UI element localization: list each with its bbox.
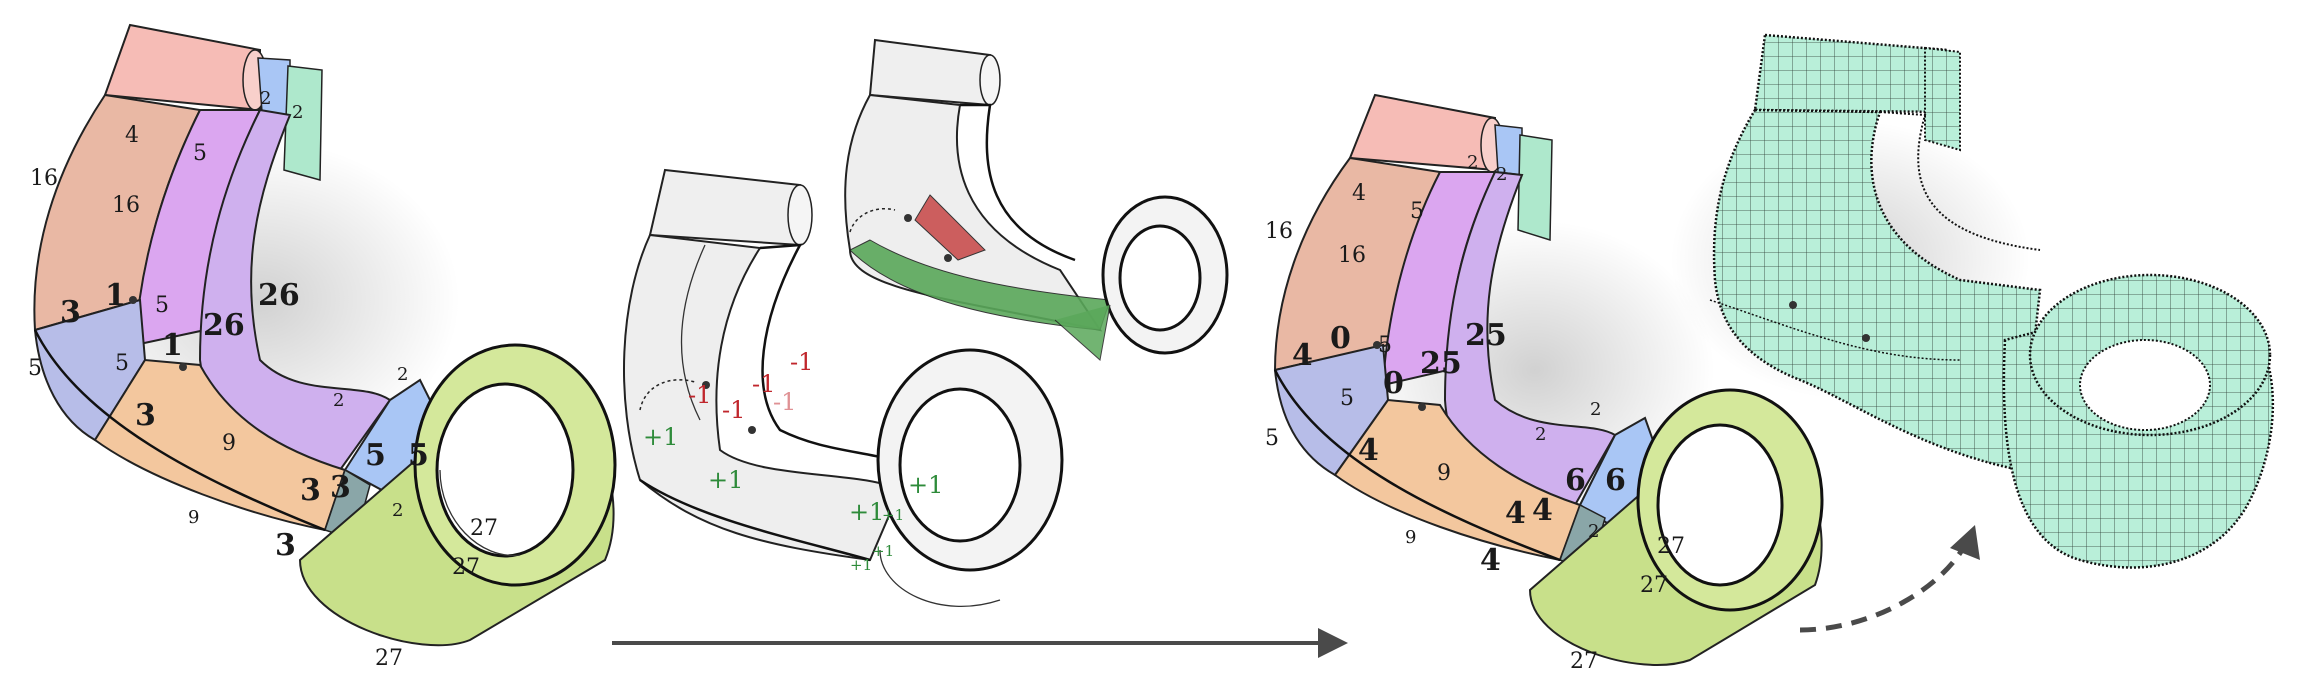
p1-label: 5 [28,356,42,381]
minus-one-label: -1 [752,370,775,398]
panel-1-labels: 16 4 5 2 2 16 3 1 5 1 26 26 5 5 3 9 2 2 … [28,88,498,671]
p3-label: 25 [1420,346,1462,381]
p1-label: 9 [188,507,199,528]
plus-one-label: +1 [850,556,872,574]
p3-label: 0 [1383,366,1404,401]
p3-label: 27 [1657,534,1685,559]
p1-label: 3 [275,528,296,563]
panel-3-model [1273,93,1824,666]
plus-one-label: +1 [872,542,894,560]
p3-label: 16 [1338,243,1366,268]
panel-1-model [33,23,617,647]
p1-label: 27 [470,516,498,541]
p3-label: 16 [1265,219,1293,244]
p1-label: 26 [258,278,300,313]
p1-label: 27 [375,646,403,671]
p3-label: 4 [1532,493,1553,528]
p1-label: 16 [30,166,58,191]
p3-label: 27 [1570,649,1598,674]
p3-label: 6 [1565,463,1586,498]
p3-label: 9 [1437,461,1451,486]
p1-label: 3 [330,470,351,505]
p1-label: 1 [105,278,126,313]
p3-label: 27 [1640,573,1668,598]
p3-label: 2 [1588,521,1599,542]
p1-label: 3 [300,473,321,508]
panel-2-labels: -1 -1 -1 -1 -1 +1 +1 +1 +1 +1 +1 +1 [643,348,943,574]
p1-label: 16 [112,193,140,218]
minus-one-label: -1 [790,348,813,376]
p1-label: 3 [135,398,156,433]
p3-label: 5 [1265,426,1279,451]
minus-one-label: -1 [688,381,711,409]
p1-label: 5 [365,438,386,473]
p1-label: 5 [115,351,129,376]
plus-one-label: +1 [908,471,943,499]
main-arrow-head [1318,628,1348,658]
p3-label: 2 [1467,152,1478,173]
panel-3-labels: 16 4 5 2 2 16 4 0 5 0 25 25 5 5 4 9 2 2 … [1265,152,1685,674]
plus-one-label: +1 [643,423,678,451]
minus-one-label: -1 [773,388,796,416]
plus-one-label: +1 [882,506,904,524]
panel-4-mesh-model [1670,33,2275,569]
p1-label: 5 [155,293,169,318]
p3-label: 2 [1496,164,1507,185]
p1-label: 1 [162,328,183,363]
p1-label: 2 [292,102,303,123]
p1-label: 5 [408,438,429,473]
p1-label: 2 [260,88,271,109]
p1-label: 26 [203,308,245,343]
p3-label: 2 [1535,424,1546,445]
p3-label: 4 [1358,433,1379,468]
minus-one-label: -1 [722,396,745,424]
p3-label: 5 [1340,386,1354,411]
p3-label: 9 [1405,527,1416,548]
p3-label: 4 [1352,181,1366,206]
panel-2-model-front [622,168,1064,608]
plus-one-label: +1 [849,498,884,526]
p3-label: 4 [1505,496,1526,531]
p1-label: 2 [397,364,408,385]
p3-label: 5 [1378,333,1392,358]
p3-label: 0 [1330,321,1351,356]
p1-label: 4 [125,123,139,148]
p1-label: 9 [222,431,236,456]
dashed-arrow-head [1950,525,1980,560]
dashed-arrow [1799,543,1968,633]
p3-label: 25 [1465,318,1507,353]
p1-label: 27 [452,555,480,580]
p3-label: 4 [1480,543,1501,578]
p3-label: 2 [1590,399,1601,420]
p1-label: 3 [60,295,81,330]
p3-label: 4 [1292,338,1313,373]
p1-label: 2 [392,500,403,521]
p1-label: 5 [193,141,207,166]
p1-label: 2 [333,390,344,411]
p3-label: 5 [1410,199,1424,224]
p3-label: 6 [1605,463,1626,498]
panel-2-model-back [844,38,1229,361]
plus-one-label: +1 [708,466,743,494]
